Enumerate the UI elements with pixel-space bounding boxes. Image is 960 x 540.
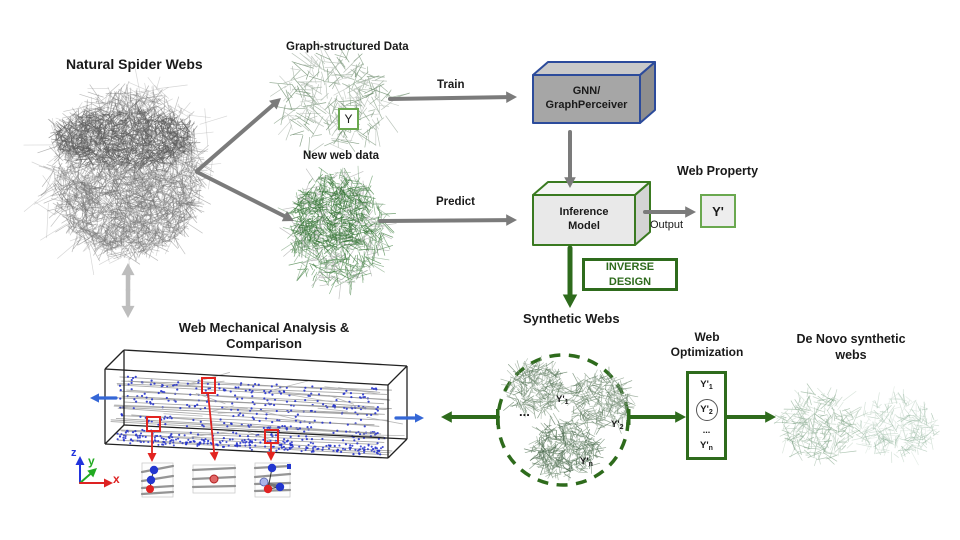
graph-structured-web-illustration <box>269 40 410 158</box>
web-property-title: Web Property <box>677 164 759 178</box>
opt-item-yn: Y'n <box>700 440 713 452</box>
axis-z-label: z <box>71 447 77 459</box>
gnn-box-label: GNN/ GraphPerceiver <box>533 85 640 113</box>
opt-ellipsis: ... <box>702 425 711 435</box>
web-optimization-box: Y'1 Y'2 ... Y'n <box>686 371 727 460</box>
gnn-line2: GraphPerceiver <box>545 98 628 111</box>
coordinate-axes <box>75 456 113 488</box>
synthetic-item-y1: Y'1 <box>556 394 569 406</box>
new-web-data-illustration <box>277 165 397 300</box>
mech-line2: Comparison <box>226 336 302 352</box>
synthetic-webs-title: Synthetic Webs <box>523 311 620 326</box>
natural-spider-webs-title: Natural Spider Webs <box>66 56 203 72</box>
de-novo-web-illustrations <box>773 383 940 467</box>
output-label: Output <box>650 219 684 231</box>
y-prime-output-box: Y' <box>700 194 736 228</box>
mechanical-analysis-title: Web Mechanical Analysis & Comparison <box>168 320 360 353</box>
inverse-line2: DESIGN <box>608 275 652 288</box>
predict-label: Predict <box>436 196 475 208</box>
web-opt-line1: Web <box>694 330 720 344</box>
gnn-line1: GNN/ <box>572 85 601 97</box>
inverse-design-box: INVERSE DESIGN <box>582 258 678 291</box>
synthetic-web-illustrations <box>500 355 639 481</box>
opt-item-y2-circled: Y'2 <box>695 398 718 421</box>
web-opt-line2: Optimization <box>670 345 744 359</box>
y-property-box: Y <box>338 108 359 130</box>
inference-line2: Model <box>568 219 600 232</box>
synthetic-item-yn: Y'n <box>580 456 593 468</box>
mech-line1: Web Mechanical Analysis & <box>178 320 350 335</box>
mechanical-analysis-box <box>104 349 408 459</box>
inverse-line1: INVERSE <box>605 261 655 274</box>
new-web-data-title: New web data <box>303 150 380 162</box>
web-optimization-title: Web Optimization <box>662 330 752 360</box>
inference-box-label: Inference Model <box>533 206 635 234</box>
de-novo-title: De Novo synthetic webs <box>792 332 910 363</box>
graph-structured-data-title: Graph-structured Data <box>286 41 409 53</box>
de-novo-line1: De Novo synthetic <box>796 332 906 346</box>
natural-spider-web-illustration <box>23 68 228 280</box>
strand-closeup-insets <box>140 462 292 498</box>
opt-item-y1: Y'1 <box>700 379 713 391</box>
train-label: Train <box>437 79 465 91</box>
inference-line1: Inference <box>559 206 609 218</box>
axis-y-label: y <box>88 454 95 468</box>
synthetic-ellipsis: ... <box>519 404 530 419</box>
flow-arrows <box>90 91 776 462</box>
de-novo-line2: webs <box>835 347 867 362</box>
synthetic-item-y2: Y'2 <box>611 419 624 431</box>
model-3d-boxes <box>532 61 656 246</box>
axis-x-label: x <box>113 472 120 486</box>
